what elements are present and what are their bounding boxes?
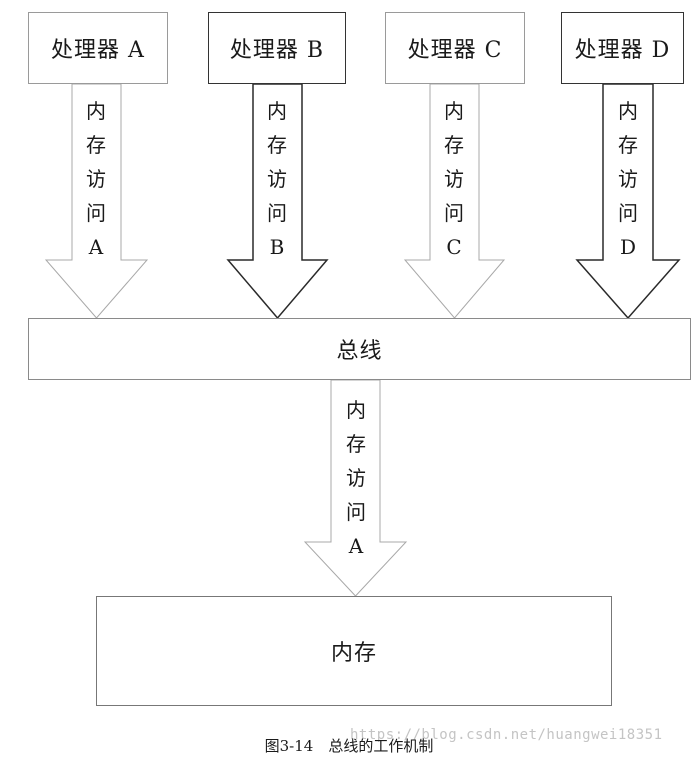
processor-a-label: 处理器 A: [51, 38, 145, 63]
arrow-bus-char: 内: [346, 398, 366, 422]
arrow-memory-access-a: [44, 83, 149, 319]
arrow-memory-access-d: [575, 83, 681, 320]
processor-d-label: 处理器 D: [574, 38, 671, 63]
watermark: https://blog.csdn.net/huangwei18351: [350, 727, 663, 743]
arrow-d-label: 内 存 访 问 D: [612, 94, 644, 264]
memory-box: 内存: [96, 596, 612, 706]
bus-box: 总线: [28, 318, 691, 380]
arrow-a-char: 存: [86, 133, 106, 157]
arrow-a-char: A: [88, 235, 104, 259]
arrow-memory-access-b: [226, 83, 329, 320]
arrow-b-char: 问: [267, 201, 287, 225]
processor-c-box: 处理器 C: [385, 12, 525, 84]
arrow-b-char: B: [269, 235, 285, 259]
processor-d-box: 处理器 D: [561, 12, 684, 84]
arrow-bus-memory-label: 内 存 访 问 A: [340, 393, 372, 563]
arrow-c-char: 问: [444, 201, 464, 225]
arrow-d-char: 存: [618, 133, 638, 157]
arrow-bus-char: 访: [346, 466, 366, 490]
arrow-c-char: 访: [444, 167, 464, 191]
arrow-bus-char: A: [348, 534, 364, 558]
processor-b-box: 处理器 B: [208, 12, 346, 84]
arrow-a-char: 问: [86, 201, 106, 225]
processor-b-label: 处理器 B: [229, 38, 325, 63]
arrow-d-char: D: [619, 235, 637, 259]
arrow-a-char: 访: [86, 167, 106, 191]
arrow-bus-char: 问: [346, 500, 366, 524]
arrow-c-char: 内: [444, 99, 464, 123]
arrow-b-char: 访: [267, 167, 287, 191]
arrow-a-label: 内 存 访 问 A: [80, 94, 112, 264]
arrow-c-label: 内 存 访 问 C: [438, 94, 470, 264]
arrow-c-char: 存: [444, 133, 464, 157]
arrow-b-char: 内: [267, 99, 287, 123]
arrow-memory-access-c: [403, 83, 506, 319]
arrow-d-char: 问: [618, 201, 638, 225]
arrow-d-char: 访: [618, 167, 638, 191]
arrow-bus-to-memory: [303, 379, 408, 597]
arrow-a-char: 内: [86, 99, 106, 123]
bus-label: 总线: [336, 339, 383, 364]
memory-label: 内存: [330, 641, 377, 666]
arrow-d-char: 内: [618, 99, 638, 123]
processor-a-box: 处理器 A: [28, 12, 168, 84]
processor-c-label: 处理器 C: [407, 38, 503, 63]
arrow-bus-char: 存: [346, 432, 366, 456]
figure-caption: 图3-14 总线的工作机制: [264, 737, 434, 755]
arrow-b-label: 内 存 访 问 B: [261, 94, 293, 264]
arrow-b-char: 存: [267, 133, 287, 157]
arrow-c-char: C: [446, 235, 462, 259]
